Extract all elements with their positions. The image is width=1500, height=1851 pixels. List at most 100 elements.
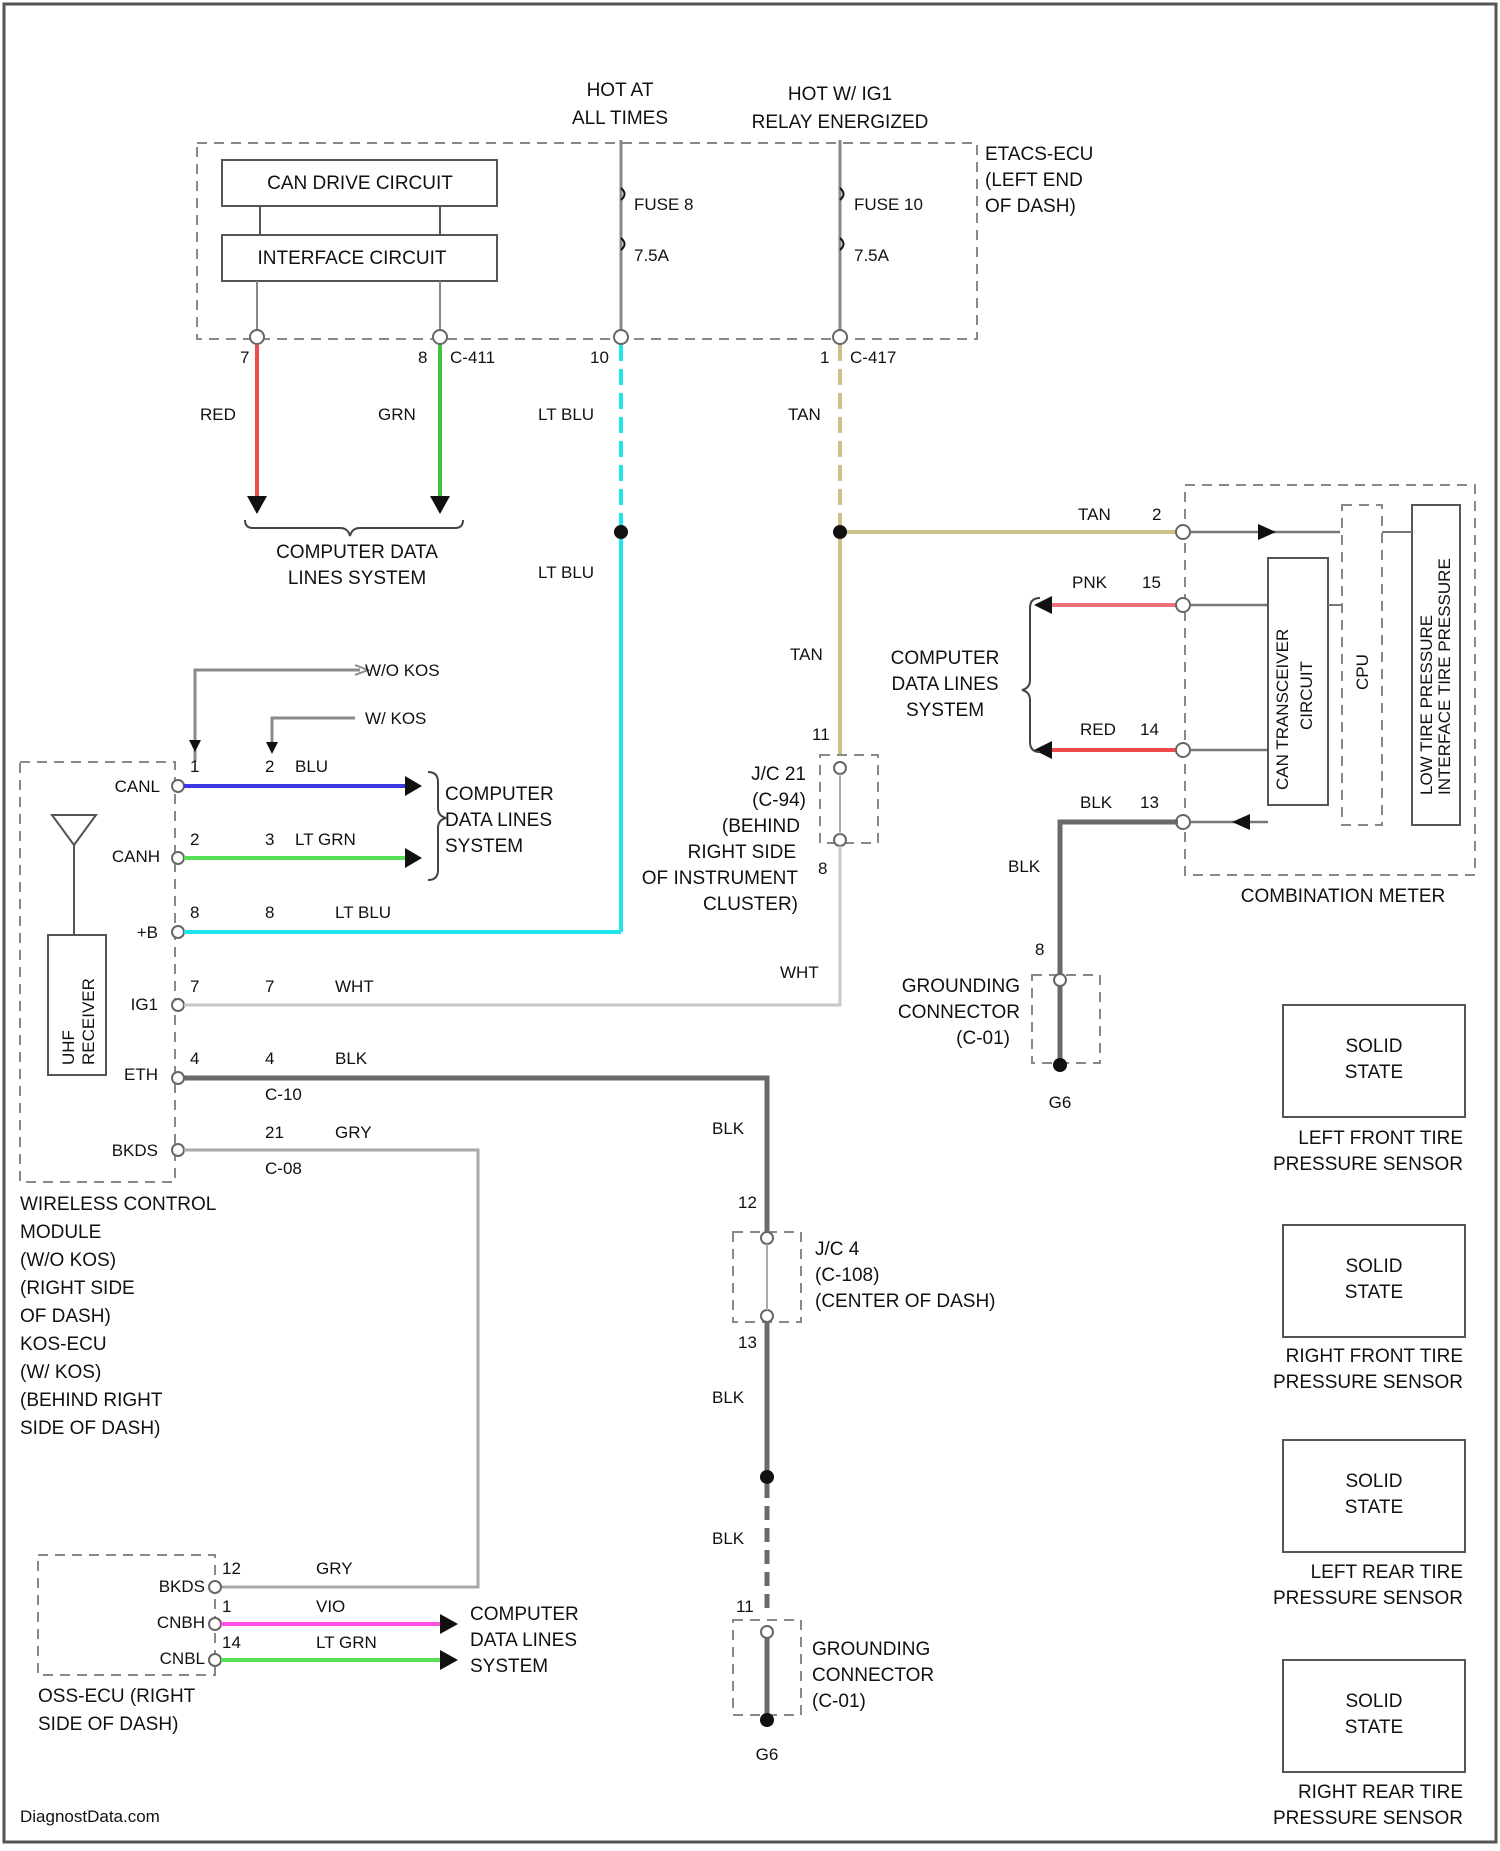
ground-gc-label-1: GROUNDING bbox=[812, 1639, 930, 1660]
ground-gc-label-2: CONNECTOR bbox=[812, 1665, 934, 1686]
wcm-cdl-brace bbox=[428, 772, 446, 880]
wcm-label-3: (W/O KOS) bbox=[20, 1250, 116, 1271]
jc21-line-2: (C-94) bbox=[752, 790, 806, 811]
wcm-cdl-1: COMPUTER bbox=[445, 784, 554, 805]
jc21-outline bbox=[820, 755, 878, 843]
wire-ltblu-label-2: LT BLU bbox=[538, 563, 594, 582]
wcm-eth-wire: BLK bbox=[335, 1049, 368, 1068]
wcm-canl-pin-b: 2 bbox=[265, 757, 274, 776]
wcm-label-4: (RIGHT SIDE bbox=[20, 1278, 135, 1299]
wcm-eth-conn: C-10 bbox=[265, 1085, 302, 1104]
jc21-pin-top-circle bbox=[834, 762, 846, 774]
etacs-label-1: ETACS-ECU bbox=[985, 144, 1093, 165]
w-kos-arrow bbox=[266, 742, 278, 754]
red-wire-meter-arrow bbox=[1034, 741, 1052, 759]
cnbh-arrow bbox=[440, 1614, 458, 1634]
oss-wire-cnbl: LT GRN bbox=[316, 1633, 377, 1652]
jc21-pin-top: 11 bbox=[812, 725, 830, 744]
etacs-label-2: (LEFT END bbox=[985, 170, 1083, 191]
wire-ltblu-label: LT BLU bbox=[538, 405, 594, 424]
meter-pin-13-circle bbox=[1176, 815, 1190, 829]
sensor-left-rear-box-2: STATE bbox=[1345, 1497, 1403, 1518]
sensor-left-rear-name-2: PRESSURE SENSOR bbox=[1273, 1588, 1463, 1609]
wcm-eth-pin-a: 4 bbox=[190, 1049, 199, 1068]
meter-wire-red: RED bbox=[1080, 720, 1116, 739]
meter-cdl-2: DATA LINES bbox=[892, 674, 999, 695]
red-wire-arrow bbox=[247, 496, 267, 514]
wcm-label-6: KOS-ECU bbox=[20, 1334, 107, 1355]
wcm-cdl-3: SYSTEM bbox=[445, 836, 523, 857]
oss-cdl-1: COMPUTER bbox=[470, 1604, 579, 1625]
ground-wire-3: BLK bbox=[712, 1529, 745, 1548]
wire-tan-label-2: TAN bbox=[790, 645, 823, 664]
w-kos-leader bbox=[272, 718, 355, 742]
oss-label-2: SIDE OF DASH) bbox=[38, 1714, 178, 1735]
wcm-b-pin-b: 8 bbox=[265, 903, 274, 922]
sensor-left-rear-name-1: LEFT REAR TIRE bbox=[1311, 1562, 1463, 1583]
sensor-right-front-name-2: PRESSURE SENSOR bbox=[1273, 1372, 1463, 1393]
meter-cdl-3: SYSTEM bbox=[906, 700, 984, 721]
wire-tan-label: TAN bbox=[788, 405, 821, 424]
oss-cnbl-pin bbox=[209, 1654, 221, 1666]
interface-circuit-label: INTERFACE CIRCUIT bbox=[258, 248, 447, 269]
ground-gc-pin-circle bbox=[761, 1626, 773, 1638]
hot-at-all-times-line2: ALL TIMES bbox=[572, 108, 668, 129]
sensor-right-rear-box bbox=[1283, 1660, 1465, 1772]
wcm-ig1: IG1 bbox=[131, 995, 158, 1014]
meter-ground-label: G6 bbox=[1049, 1093, 1072, 1112]
wcm-label-7: (W/ KOS) bbox=[20, 1362, 101, 1383]
watermark: DiagnostData.com bbox=[20, 1807, 160, 1826]
oss-pin-cnbl: 14 bbox=[222, 1633, 241, 1652]
wcm-canh-pin-a: 2 bbox=[190, 830, 199, 849]
sensor-right-rear-box-1: SOLID bbox=[1345, 1691, 1402, 1712]
sensor-right-front-box-2: STATE bbox=[1345, 1282, 1403, 1303]
sensor-left-front-name-2: PRESSURE SENSOR bbox=[1273, 1154, 1463, 1175]
wire-red-label: RED bbox=[200, 405, 236, 424]
tire-pressure-label-2: INTERFACE TIRE PRESSURE bbox=[1435, 558, 1454, 795]
wcm-label-1: WIRELESS CONTROL bbox=[20, 1194, 216, 1215]
meter-gc-label-2: CONNECTOR bbox=[898, 1002, 1020, 1023]
meter-wire-blk-2: BLK bbox=[1008, 857, 1041, 876]
jc4-pin-top-circle bbox=[761, 1232, 773, 1244]
cdl-meter-brace bbox=[1022, 598, 1040, 752]
meter-pin-blk: 13 bbox=[1140, 793, 1159, 812]
oss-bkds-pin bbox=[209, 1581, 221, 1593]
ground-gc-pin: 11 bbox=[736, 1597, 754, 1616]
wcm-label-5: OF DASH) bbox=[20, 1306, 111, 1327]
oss-cnbl: CNBL bbox=[160, 1649, 205, 1668]
wo-kos-arrow bbox=[189, 740, 201, 752]
ground-gc-label-3: (C-01) bbox=[812, 1691, 866, 1712]
wcm-b-pin bbox=[172, 926, 184, 938]
tan-splice bbox=[833, 525, 847, 539]
wcm-canl-pin bbox=[172, 780, 184, 792]
fuse10-amp: 7.5A bbox=[854, 246, 890, 265]
wcm-ig1-pin-a: 7 bbox=[190, 977, 199, 996]
oss-label-1: OSS-ECU (RIGHT bbox=[38, 1686, 196, 1707]
jc4-label-2: (C-108) bbox=[815, 1265, 879, 1286]
jc21-line-5: OF INSTRUMENT bbox=[642, 868, 799, 889]
wcm-eth-pin bbox=[172, 1072, 184, 1084]
hot-ig1-line1: HOT W/ IG1 bbox=[788, 84, 892, 105]
wcm-canl: CANL bbox=[115, 777, 160, 796]
sensor-right-rear-name-1: RIGHT REAR TIRE bbox=[1298, 1782, 1463, 1803]
etacs-pin-7 bbox=[250, 330, 264, 344]
ltblu-splice bbox=[614, 525, 628, 539]
oss-bkds: BKDS bbox=[159, 1577, 205, 1596]
sensor-left-front-name-1: LEFT FRONT TIRE bbox=[1298, 1128, 1463, 1149]
sensor-left-rear-box bbox=[1283, 1440, 1465, 1552]
wcm-canh: CANH bbox=[112, 847, 160, 866]
sensor-left-front-box-1: SOLID bbox=[1345, 1036, 1402, 1057]
wcm-outline bbox=[20, 762, 175, 1182]
etacs-pin-10 bbox=[614, 330, 628, 344]
sensor-right-front-box-1: SOLID bbox=[1345, 1256, 1402, 1277]
wcm-b-wire: LT BLU bbox=[335, 903, 391, 922]
etacs-conn-c411: C-411 bbox=[450, 348, 495, 367]
wcm-bkds: BKDS bbox=[112, 1141, 158, 1160]
bkds-gry-wire bbox=[184, 1150, 478, 1587]
meter-blk-arrow bbox=[1232, 814, 1250, 830]
etacs-pin-8 bbox=[433, 330, 447, 344]
jc21-wire-wht: WHT bbox=[780, 963, 819, 982]
ground-wire-2: BLK bbox=[712, 1388, 745, 1407]
wcm-canl-pin-a: 1 bbox=[190, 757, 199, 776]
cpu-label: CPU bbox=[1353, 654, 1372, 690]
